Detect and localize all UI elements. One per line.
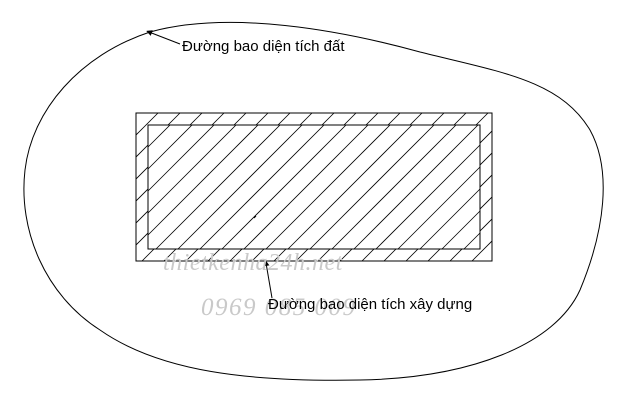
watermark-site: thietkenha24h.net bbox=[163, 250, 343, 276]
hatch-line bbox=[207, 113, 357, 261]
hatch-line bbox=[229, 113, 379, 261]
watermark-phone: 0969 085 009 bbox=[201, 294, 357, 321]
hatch-line bbox=[147, 124, 171, 148]
inner-hatch bbox=[147, 124, 481, 250]
hatch-line bbox=[147, 124, 215, 192]
center-mark bbox=[253, 215, 257, 219]
hatch-line bbox=[273, 113, 423, 261]
hatch-line bbox=[331, 124, 457, 250]
hatch-line bbox=[471, 113, 492, 261]
hatch-line bbox=[185, 113, 335, 261]
hatch-line bbox=[251, 113, 401, 261]
hatch-line bbox=[136, 113, 225, 261]
ring-hatch bbox=[136, 113, 631, 261]
hatch-line bbox=[163, 113, 313, 261]
hatch-line bbox=[147, 124, 237, 214]
hatch-line bbox=[353, 124, 479, 250]
hatch-line bbox=[295, 113, 445, 261]
hatch-line bbox=[317, 113, 467, 261]
hatch-line bbox=[155, 124, 281, 250]
hatch-line bbox=[449, 113, 492, 261]
hatch-line bbox=[361, 113, 492, 261]
hatch-line bbox=[265, 124, 391, 250]
hatch-line bbox=[375, 144, 481, 250]
hatch-line bbox=[136, 113, 247, 261]
building-boundary-label: Đường bao diện tích xây dựng bbox=[268, 296, 473, 313]
hatch-line bbox=[177, 124, 303, 250]
hatch-line bbox=[221, 124, 347, 250]
building-outer-rect bbox=[135, 112, 493, 262]
building-leader-line bbox=[263, 260, 273, 299]
hatch-line bbox=[339, 113, 489, 261]
hatch-line bbox=[141, 113, 291, 261]
land-boundary-label: Đường bao diện tích đất bbox=[182, 38, 345, 55]
hatch-line bbox=[441, 210, 481, 250]
hatch-line bbox=[383, 113, 492, 261]
hatch-line bbox=[427, 113, 492, 261]
hatch-line bbox=[243, 124, 369, 250]
hatch-line bbox=[147, 124, 193, 170]
hatch-line bbox=[136, 113, 269, 261]
hatch-line bbox=[287, 124, 413, 250]
hatch-line bbox=[494, 113, 631, 261]
hatch-line bbox=[419, 188, 481, 250]
land-leader-line bbox=[146, 30, 181, 45]
hatch-line bbox=[136, 113, 181, 261]
hatch-line bbox=[147, 124, 259, 236]
hatch-line bbox=[136, 113, 137, 261]
hatch-line bbox=[397, 166, 481, 250]
hatch-line bbox=[199, 124, 325, 250]
building-inner-rect bbox=[147, 124, 481, 250]
hatch-line bbox=[136, 113, 203, 261]
land-boundary-curve bbox=[23, 21, 604, 381]
hatch-line bbox=[463, 232, 481, 250]
hatch-line bbox=[309, 124, 435, 250]
